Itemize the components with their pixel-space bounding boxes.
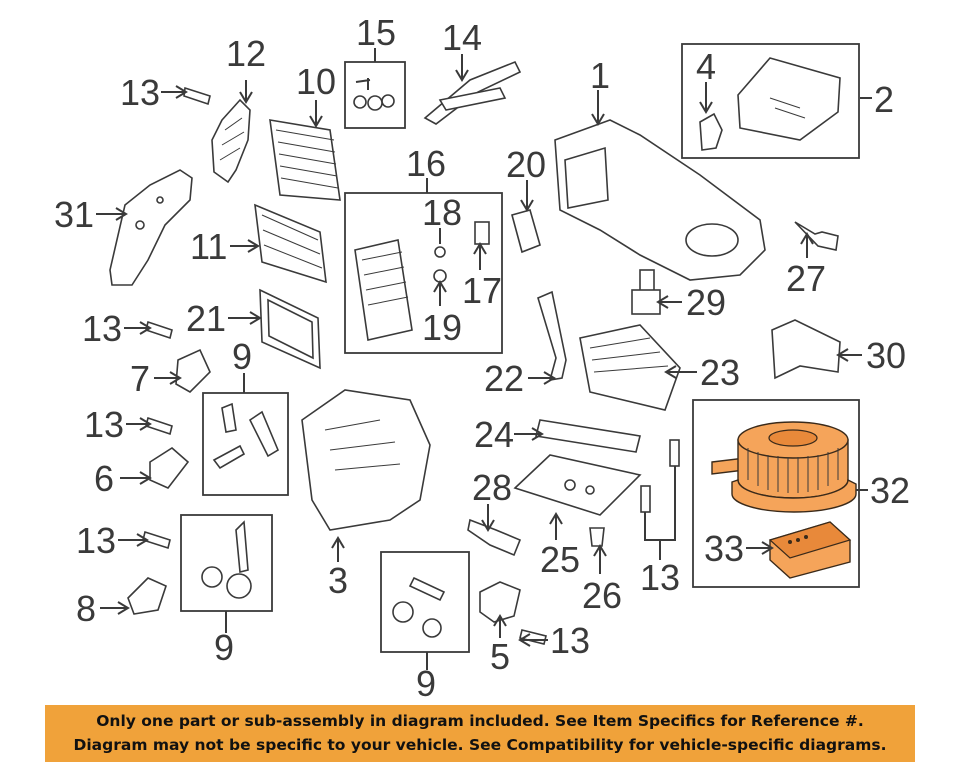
bolts-13: [142, 86, 680, 645]
callout-5: 5: [490, 636, 510, 677]
part-15-clips: [353, 78, 395, 111]
part-9-gears-lower-left: [201, 520, 252, 599]
part-11-core: [254, 203, 327, 284]
part-3-housing: [301, 389, 431, 531]
part-9-gears-bottom: [392, 576, 446, 638]
callout-27: 27: [786, 258, 826, 299]
callout-7: 7: [130, 358, 150, 399]
callout-19: 19: [422, 307, 462, 348]
part-20-actuator: [511, 209, 541, 254]
callout-28: 28: [472, 467, 512, 508]
group-box-15: [344, 61, 406, 129]
callout-16: 16: [406, 143, 446, 184]
part-7-actuator: [175, 348, 211, 393]
callout-6: 6: [94, 458, 114, 499]
disclaimer-line-2: Diagram may not be specific to your vehi…: [73, 736, 887, 754]
part-9-linkage-left: [212, 402, 280, 470]
part-18-oring: [434, 246, 446, 258]
callout-31: 31: [54, 194, 94, 235]
part-21-filter: [259, 288, 321, 370]
part-24-plate: [535, 419, 641, 453]
part-8-actuator: [127, 577, 167, 615]
callout-4: 4: [696, 46, 716, 87]
callout-9-left: 9: [232, 336, 252, 377]
callout-13-d: 13: [76, 520, 116, 561]
disclaimer-line-1: Only one part or sub-assembly in diagram…: [96, 712, 864, 730]
callout-8: 8: [76, 588, 96, 629]
group-box-16: [344, 192, 503, 354]
callout-9-bottom: 9: [416, 663, 436, 700]
part-14-pipes: [423, 60, 522, 125]
part-31-bracket: [109, 169, 193, 286]
part-22-hose: [537, 290, 567, 381]
group-box-32: [692, 399, 860, 588]
callout-3: 3: [328, 560, 348, 601]
parts-diagram: 1 2 3 4 5 6 7 8 9 9 9 10 11 12 13 13 13 …: [54, 12, 910, 700]
callout-21: 21: [186, 298, 226, 339]
callout-14: 14: [442, 17, 482, 58]
part-16-core: [354, 239, 413, 341]
part-10-core: [269, 119, 341, 201]
part-33-resistor: [768, 521, 852, 579]
part-26-clip: [589, 527, 605, 547]
leader-lines: [96, 48, 872, 670]
callout-1: 1: [590, 55, 610, 96]
callout-23: 23: [700, 352, 740, 393]
callout-30: 30: [866, 335, 906, 376]
part-6-actuator: [149, 447, 190, 489]
part-28-sensor: [467, 518, 522, 557]
callout-29: 29: [686, 282, 726, 323]
part-23-filter: [579, 324, 681, 411]
part-27-sensor: [794, 221, 839, 251]
callout-10: 10: [296, 61, 336, 102]
part-17-valve: [474, 221, 490, 245]
part-30-bracket: [771, 319, 841, 380]
callout-9-lower-left: 9: [214, 627, 234, 668]
callout-25: 25: [540, 539, 580, 580]
group-box-2: [681, 43, 860, 159]
part-1-housing: [554, 119, 766, 281]
callout-22: 22: [484, 358, 524, 399]
part-4-actuator: [699, 112, 723, 151]
group-box-9-lower-left: [180, 514, 273, 612]
callout-12: 12: [226, 33, 266, 74]
group-box-9-bottom: [380, 551, 470, 653]
callout-13-f: 13: [640, 557, 680, 598]
callout-26: 26: [582, 575, 622, 616]
callout-24: 24: [474, 414, 514, 455]
callout-11: 11: [190, 226, 227, 267]
part-32-blower-motor: [711, 421, 857, 513]
callout-13-b: 13: [82, 308, 122, 349]
callout-17: 17: [462, 270, 502, 311]
callout-32: 32: [870, 470, 910, 511]
callout-33: 33: [704, 528, 744, 569]
part-29-cylinder: [631, 269, 661, 315]
callout-15: 15: [356, 12, 396, 53]
callout-13-c: 13: [84, 404, 124, 445]
callout-13-e: 13: [550, 620, 590, 661]
part-25-tray: [513, 454, 642, 516]
part-12-bracket: [211, 98, 251, 184]
callout-18: 18: [422, 192, 462, 233]
callout-2: 2: [874, 79, 894, 120]
disclaimer-banner: Only one part or sub-assembly in diagram…: [45, 705, 915, 762]
callout-20: 20: [506, 144, 546, 185]
callout-13-a: 13: [120, 72, 160, 113]
part-2-housing: [737, 57, 841, 141]
group-box-9-left: [202, 392, 289, 496]
part-5-actuator: [479, 581, 521, 623]
